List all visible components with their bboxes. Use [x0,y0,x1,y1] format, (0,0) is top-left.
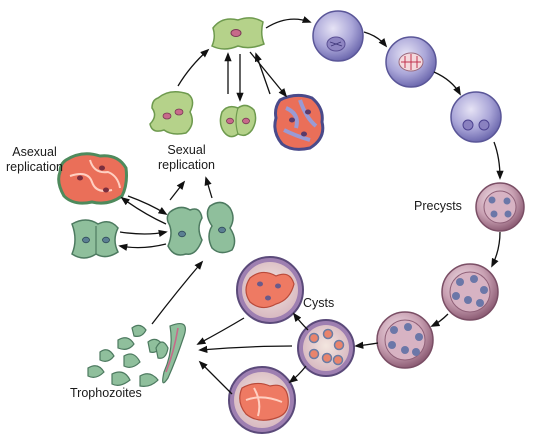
cyst-bottom [228,366,296,434]
sphere-3 [450,91,502,143]
sexual-label-line2: replication [158,158,215,172]
asexual-cell-red [57,152,128,205]
cyst-top [236,256,304,324]
cyst-middle [297,319,355,377]
sexual-replication-label: Sexual replication [158,143,215,173]
asexual-cell-green [71,219,119,259]
cysts-label: Cysts [303,296,335,310]
sexual-cell-left [149,91,194,135]
sexual-cell-middle [219,104,257,138]
precyst-2 [441,263,499,321]
arrows [118,16,504,395]
sexual-label-line1: Sexual [167,143,206,157]
precyst-3 [376,311,434,369]
trophozoites-label: Trophozoites [70,386,142,400]
top-trophozoite [211,17,265,50]
asexual-replication-label: Asexual replication [6,145,63,175]
asexual-label-line1: Asexual [12,145,57,159]
sphere-1 [312,10,364,62]
precysts-label: Precysts [414,199,462,213]
middle-trophozoite-left [166,206,203,256]
trophozoites-cluster [87,323,186,387]
middle-trophozoite-right [206,201,236,254]
asexual-label-line2: replication [6,160,63,174]
sexual-cell-red [273,93,325,151]
sphere-2 [385,36,437,88]
precyst-1 [475,182,525,232]
